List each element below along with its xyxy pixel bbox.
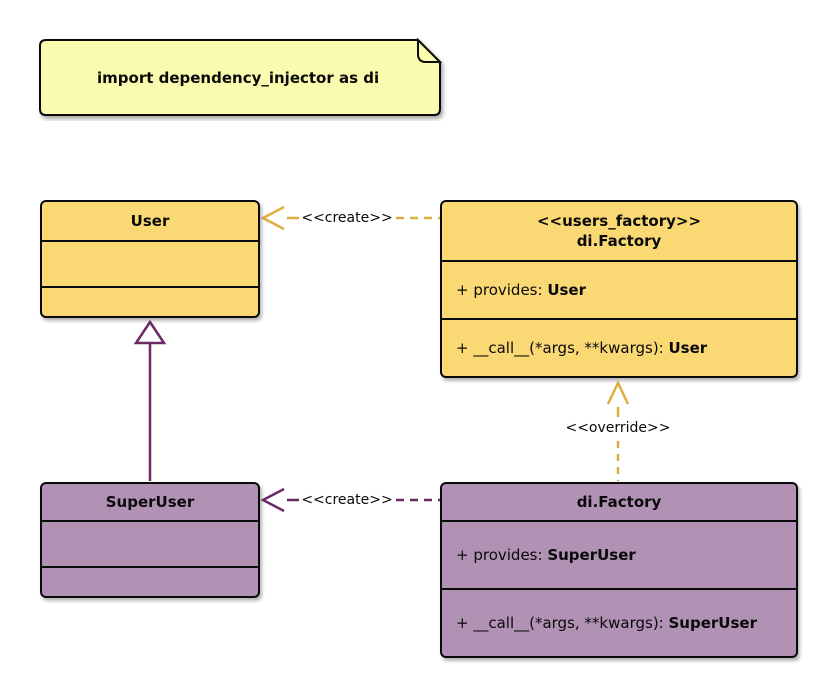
create-edge-superuser-label: <<create>> — [301, 492, 393, 508]
class-superuser-factory-provides: + provides: SuperUser — [442, 520, 796, 588]
class-superuser: SuperUser — [40, 482, 260, 598]
class-superuser-title: SuperUser — [42, 484, 258, 520]
member-provides: + provides: SuperUser — [456, 546, 636, 564]
class-superuser-factory: di.Factory + provides: SuperUser + __cal… — [440, 482, 798, 658]
class-superuser-factory-name: di.Factory — [576, 493, 662, 511]
class-user-name: User — [130, 212, 170, 230]
class-user-title: User — [42, 202, 258, 240]
inheritance-edge — [133, 319, 167, 481]
note-import-statement: import dependency_injector as di — [97, 68, 380, 87]
class-superuser-fields — [42, 520, 258, 566]
class-users-factory-call: + __call__(*args, **kwargs): User — [442, 318, 796, 376]
class-superuser-factory-title: di.Factory — [442, 484, 796, 520]
class-user: User — [40, 200, 260, 318]
class-users-factory: <<users_factory>> di.Factory + provides:… — [440, 200, 798, 378]
create-edge-user-label: <<create>> — [301, 210, 393, 226]
override-edge-label: <<override>> — [565, 420, 671, 436]
note-shape — [39, 37, 443, 116]
member-provides: + provides: User — [456, 281, 586, 299]
class-users-factory-stereotype: <<users_factory>> — [536, 212, 702, 230]
class-users-factory-title: <<users_factory>> di.Factory — [442, 202, 796, 260]
note-fold-icon — [417, 37, 443, 63]
member-call: + __call__(*args, **kwargs): SuperUser — [456, 614, 757, 632]
member-call: + __call__(*args, **kwargs): User — [456, 339, 708, 357]
class-superuser-methods — [42, 566, 258, 596]
class-user-methods — [42, 286, 258, 316]
class-user-fields — [42, 240, 258, 286]
class-users-factory-provides: + provides: User — [442, 260, 796, 318]
class-superuser-name: SuperUser — [105, 493, 195, 511]
class-users-factory-name: di.Factory — [576, 232, 662, 250]
class-superuser-factory-call: + __call__(*args, **kwargs): SuperUser — [442, 588, 796, 656]
